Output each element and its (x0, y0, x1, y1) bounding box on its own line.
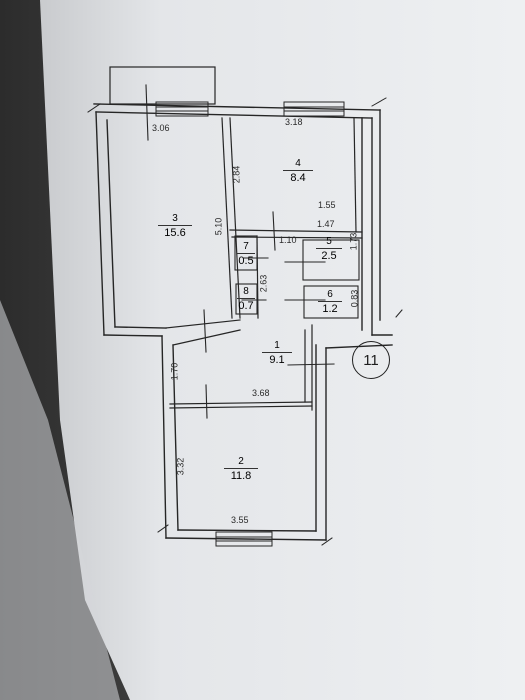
paper-sheet (40, 0, 525, 700)
room-number: 4 (295, 158, 301, 169)
room-number: 2 (238, 456, 244, 467)
room-number: 8 (243, 286, 249, 297)
room-2-label: 2 11.8 (224, 456, 258, 482)
balcony-outline (109, 66, 216, 105)
room-area: 0.7 (237, 298, 255, 312)
room-5-label: 5 2.5 (316, 236, 342, 262)
dim-hall-length: 1.70 (169, 362, 180, 381)
dim-room6-length: 0.83 (349, 289, 360, 308)
wall-ticks (87, 97, 403, 546)
room-1-label: 1 9.1 (262, 340, 292, 366)
room-3-label: 3 15.6 (158, 213, 192, 239)
room-number: 7 (243, 241, 249, 252)
room-number: 3 (172, 213, 178, 224)
apartment-number: 11 (363, 351, 379, 369)
apartment-number-circle: 11 (352, 341, 390, 379)
room-number: 6 (327, 289, 333, 300)
dim-room3-width: 3.06 (152, 123, 170, 133)
room-area: 0.5 (237, 253, 255, 267)
room-area: 2.5 (316, 248, 342, 262)
dim-corridor-width: 1.55 (318, 200, 336, 210)
dim-room3-length: 5.10 (213, 217, 224, 236)
dim-hall-width: 3.68 (252, 388, 270, 398)
room-8-label: 8 0.7 (237, 286, 255, 312)
dim-room4-length: 2.84 (231, 165, 242, 184)
door-marks (145, 84, 335, 419)
dim-room5-length: 1.73 (348, 232, 359, 251)
windows (155, 101, 345, 547)
dim-room2-length: 3.32 (175, 457, 186, 476)
dim-room4-width: 3.18 (285, 117, 303, 127)
room-area: 9.1 (262, 352, 292, 366)
room-6-label: 6 1.2 (318, 289, 342, 315)
dim-room8-length: 2.63 (258, 274, 269, 293)
room-area: 8.4 (283, 170, 313, 184)
room-4-label: 4 8.4 (283, 158, 313, 184)
dim-room2-width: 3.55 (231, 515, 249, 525)
inner-walls (165, 117, 363, 411)
room-number: 5 (326, 236, 332, 247)
room-area: 1.2 (318, 301, 342, 315)
room-area: 15.6 (158, 225, 192, 239)
dim-hall-small: 1.10 (279, 235, 297, 245)
dim-room5-width: 1.47 (317, 219, 335, 229)
outer-walls (93, 103, 393, 541)
room-number: 1 (274, 340, 280, 351)
under-page (0, 300, 120, 700)
room-7-label: 7 0.5 (237, 241, 255, 267)
room-area: 11.8 (224, 468, 258, 482)
